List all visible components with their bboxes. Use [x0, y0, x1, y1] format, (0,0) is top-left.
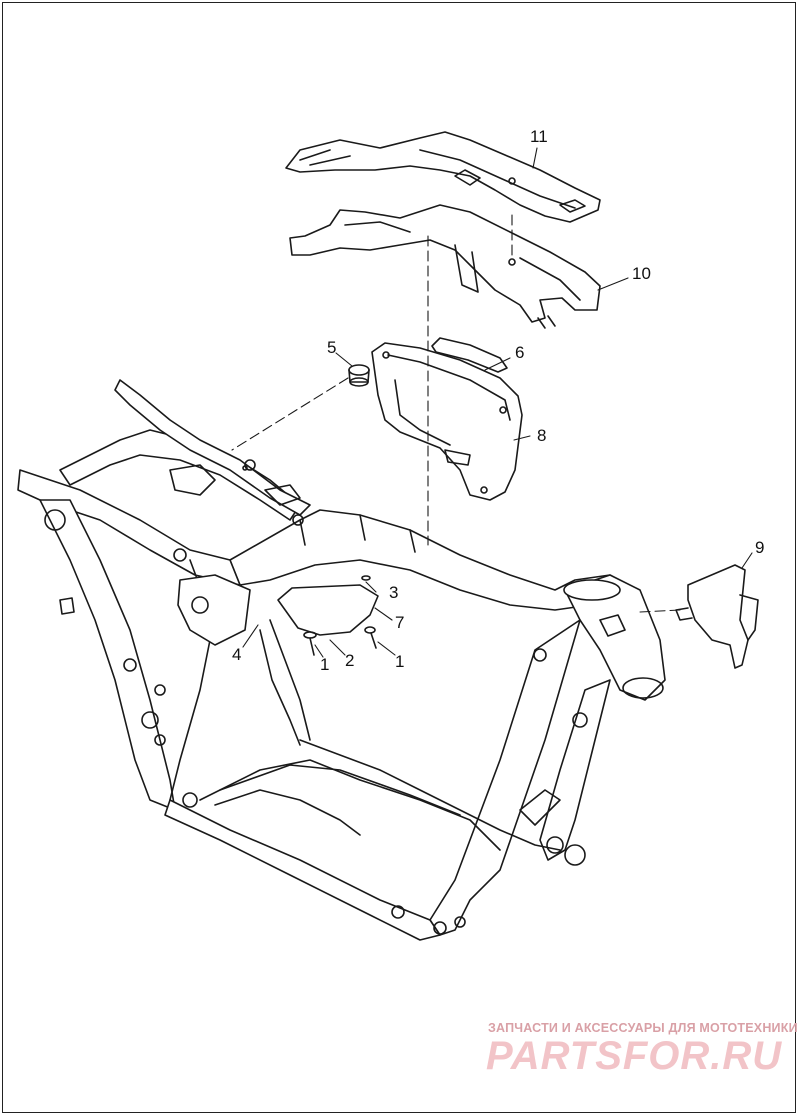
- callout-1b: 1: [395, 652, 404, 671]
- callout-10: 10: [632, 264, 651, 283]
- callout-11: 11: [530, 127, 548, 146]
- callout-8: 8: [537, 426, 546, 445]
- watermark-logo: PARTSFOR.RU: [486, 1034, 783, 1078]
- fasteners: [303, 575, 377, 656]
- part-6-seal-strip: [431, 337, 508, 373]
- callout-6: 6: [515, 343, 524, 362]
- part-9-bracket: [675, 564, 759, 669]
- callout-9: 9: [755, 538, 764, 557]
- watermark-tagline: ЗАПЧАСТИ И АКСЕССУАРЫ ДЛЯ МОТОТЕХНИКИ: [488, 1021, 798, 1035]
- assembly-dash-lines: [231, 214, 681, 613]
- part-8-side-cover: [371, 342, 523, 501]
- callout-5: 5: [327, 338, 336, 357]
- leader-lines: [242, 147, 753, 658]
- callout-4: 4: [232, 645, 241, 664]
- motorcycle-frame: [17, 379, 666, 941]
- callout-2: 2: [345, 651, 354, 670]
- part-5-grommet: [348, 364, 370, 387]
- callout-3: 3: [389, 583, 398, 602]
- part-7-plate: [277, 584, 379, 636]
- callout-labels: 11 10 5 6 8 9 3 7 4 1 2 1: [232, 127, 764, 674]
- part-11-caddy-cover: [285, 131, 601, 223]
- callout-7: 7: [395, 613, 404, 632]
- part-10-wiring-caddy: [289, 204, 601, 329]
- callout-1a: 1: [320, 655, 329, 674]
